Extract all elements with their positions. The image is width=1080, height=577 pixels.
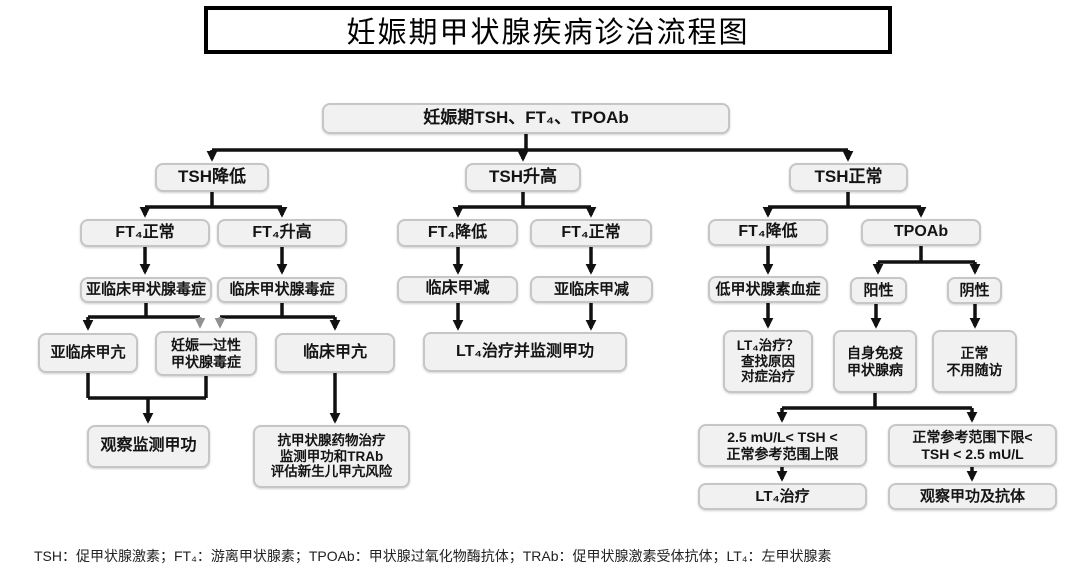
edge-tsh-low-to-ft4 [139,192,288,218]
node-tsh-below-2p5-range: 正常参考范围下限< TSH < 2.5 mU/L [888,424,1057,467]
edge-autoimmune-split [776,393,978,423]
node-observe-thyroid-and-antibody: 观察甲功及抗体 [888,483,1057,510]
edge-tsh-ranges-to-actions [776,467,978,482]
node-ft4-normal-mid: FT₄正常 [530,219,652,247]
node-antithyroid-drug-plan: 抗甲状腺药物治疗 监测甲功和TRAb 评估新生儿甲亢风险 [253,425,410,488]
edge-tsh-high-to-ft4 [452,192,597,218]
edge-merge-to-observe-monitor [86,373,208,424]
node-clinical-hypothyroidism: 临床甲减 [397,276,518,303]
edge-tpoab-to-pos-neg [872,246,981,275]
node-ft4-low-mid: FT₄降低 [397,219,518,247]
node-hypothyroxinemia: 低甲状腺素血症 [708,276,828,303]
node-gestational-transient-thyrotoxicosis: 妊娠一过性 甲状腺毒症 [155,331,257,376]
node-tpoab: TPOAb [861,219,981,246]
abbreviation-legend: TSH：促甲状腺激素；FT₄：游离甲状腺素；TPOAb：甲状腺过氧化物酶抗体；T… [34,548,832,564]
edge-right-column-level5 [762,303,981,329]
node-tsh-normal: TSH正常 [789,163,908,192]
node-ft4-normal-left: FT₄正常 [80,219,210,247]
edge-root-to-tsh-levels [206,134,854,162]
node-observe-monitor-thyroid: 观察监测甲功 [87,425,210,468]
node-tsh-low: TSH降低 [155,163,269,192]
node-ft4-high: FT₄升高 [217,219,347,247]
edge-tsh-normal-to-ft4-tpoab [762,192,927,218]
node-tsh-high: TSH升高 [465,163,581,192]
node-subclinical-hypothyroidism: 亚临床甲减 [530,276,653,303]
node-lt4-treat-and-monitor: LT₄治疗并监测甲功 [423,332,627,372]
edge-hypo-to-lt4-monitor [452,303,597,331]
node-subclinical-hyperthyroidism: 亚临床甲亢 [38,333,138,373]
node-lt4-treatment: LT₄治疗 [698,483,867,510]
node-ft4-low-right: FT₄降低 [708,219,828,246]
node-normal-no-followup: 正常 不用随访 [932,330,1017,393]
node-root-screening: 妊娠期TSH、FT₄、TPOAb [322,103,730,134]
edge-ft4-to-diagnoses [139,246,774,275]
node-tpoab-positive: 阳性 [850,277,907,304]
node-autoimmune-thyroid-disease: 自身免疫 甲状腺病 [833,330,917,393]
node-lt4-question-find-cause: LT₄治疗？ 查找原因 对症治疗 [723,330,813,393]
node-subclinical-thyrotoxicosis: 亚临床甲状腺毒症 [80,277,212,303]
node-tpoab-negative: 阴性 [947,277,1002,304]
edge-subclinical-thyrotoxicosis-split [82,303,200,331]
edge-clinical-thyrotoxicosis-split [220,303,341,331]
node-clinical-thyrotoxicosis: 临床甲状腺毒症 [217,277,347,303]
node-tsh-above-2p5-range: 2.5 mU/L< TSH < 正常参考范围上限 [698,424,867,467]
flowchart-title: 妊娠期甲状腺疾病诊治流程图 [204,6,892,54]
node-clinical-hyperthyroidism: 临床甲亢 [275,333,395,373]
